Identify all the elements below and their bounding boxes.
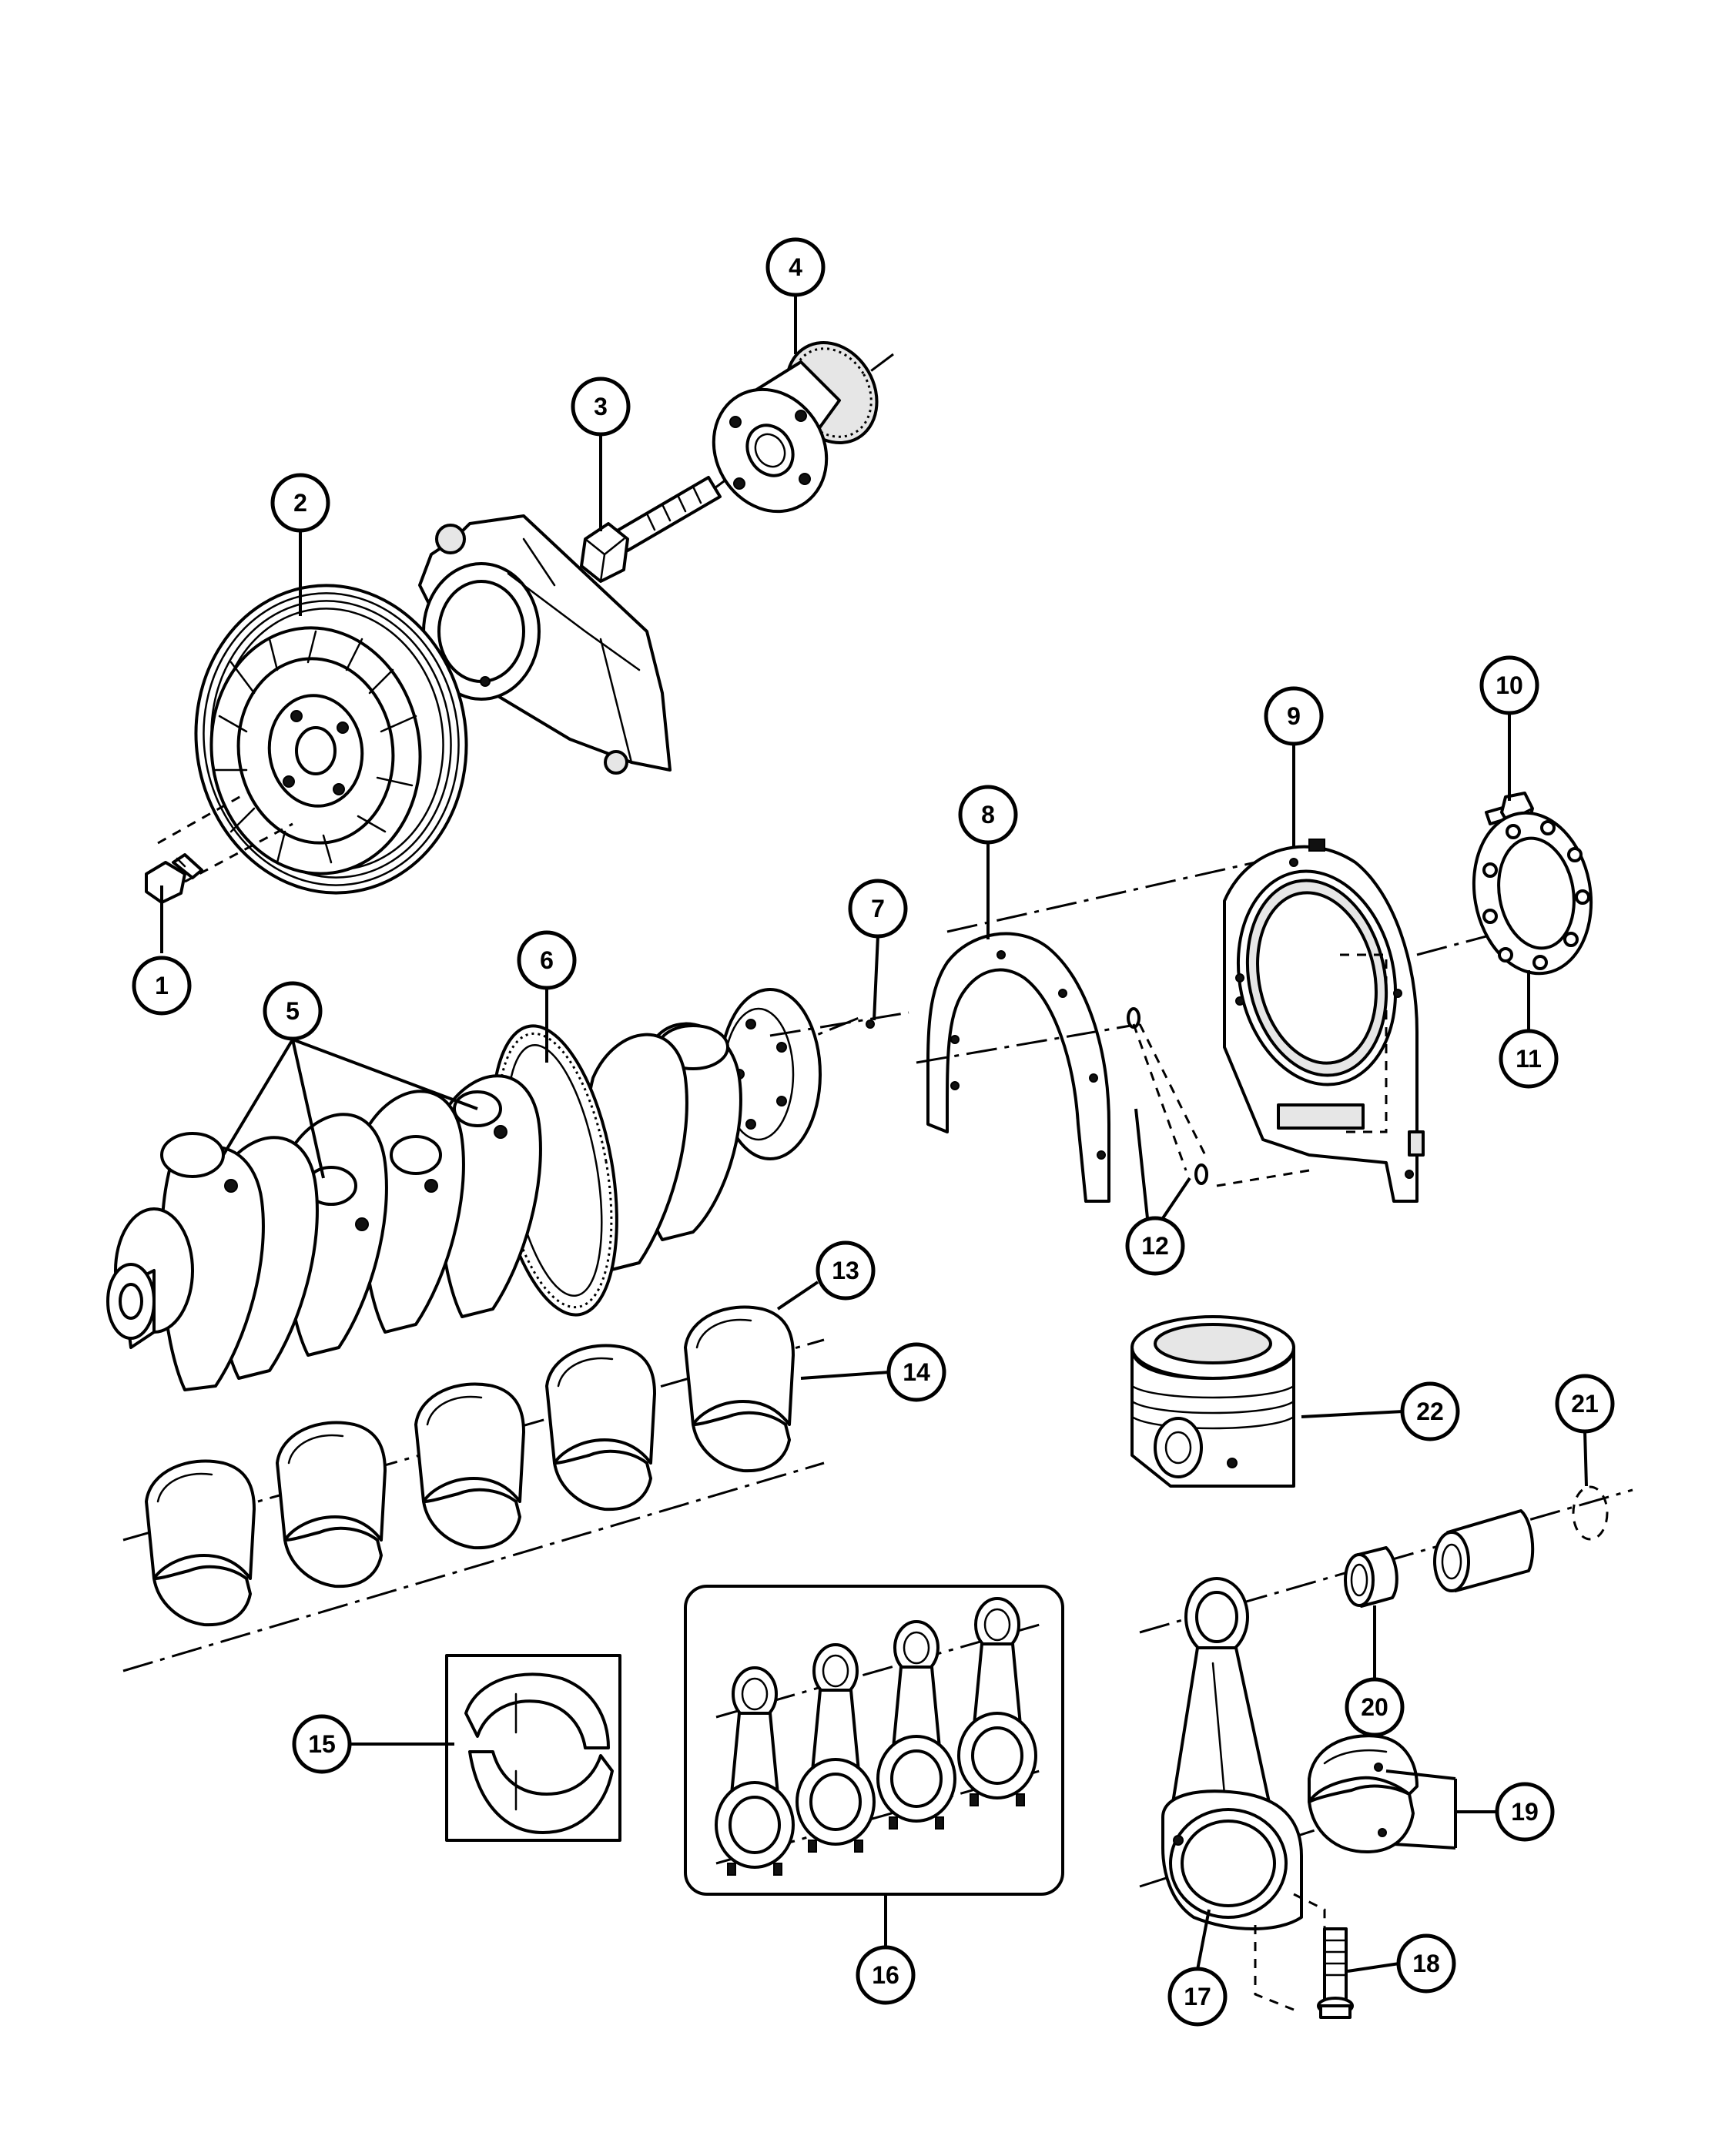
callout-label: 4 <box>789 253 802 281</box>
lower-bearing-row <box>152 1411 791 1627</box>
callout-label: 19 <box>1511 1798 1539 1826</box>
callout-18: 18 <box>1396 1933 1456 1994</box>
upper-bearing-row <box>145 1305 795 1580</box>
callout-label: 14 <box>903 1358 930 1386</box>
rod-bolt <box>1317 1927 1354 2019</box>
connecting-rod <box>1139 1577 1356 2011</box>
crankshaft <box>106 988 863 1391</box>
leader-lines <box>160 294 1588 1973</box>
connecting-rod-set-box <box>684 1585 1064 1896</box>
piston-pin-snap-ring <box>1572 1485 1609 1541</box>
retainer-dowels <box>1127 1007 1208 1185</box>
callout-15: 15 <box>292 1714 352 1774</box>
callout-8: 8 <box>958 785 1018 845</box>
callout-7: 7 <box>848 879 908 939</box>
pulley-bolt <box>145 853 203 904</box>
dowel-pin <box>769 1011 909 1037</box>
piston-pin <box>1139 1488 1633 1634</box>
callout-label: 11 <box>1516 1045 1542 1073</box>
callout-20: 20 <box>1345 1677 1405 1737</box>
callout-label: 3 <box>594 393 608 420</box>
callout-label: 10 <box>1496 671 1523 699</box>
callout-label: 8 <box>981 801 995 829</box>
rear-seal-retainer <box>1216 839 1533 1203</box>
callout-label: 2 <box>293 489 307 517</box>
front-cover-bracket <box>418 514 672 775</box>
callout-label: 20 <box>1361 1693 1388 1721</box>
callout-17: 17 <box>1167 1967 1228 2027</box>
callout-9: 9 <box>1264 686 1324 746</box>
callout-6: 6 <box>517 930 577 990</box>
callout-label: 18 <box>1412 1950 1440 1977</box>
callout-label: 1 <box>155 972 169 999</box>
piston <box>1130 1315 1295 1488</box>
callout-label: 9 <box>1287 702 1301 730</box>
callout-3: 3 <box>571 377 631 437</box>
callout-label: 12 <box>1141 1232 1169 1260</box>
callout-label: 22 <box>1416 1398 1444 1425</box>
callout-label: 15 <box>308 1730 336 1758</box>
callout-21: 21 <box>1555 1374 1615 1434</box>
callout-14: 14 <box>886 1342 946 1402</box>
rod-bearing-shells <box>1308 1734 1419 1853</box>
callout-12: 12 <box>1125 1216 1185 1276</box>
callout-13: 13 <box>816 1240 876 1301</box>
callout-label: 5 <box>286 997 300 1025</box>
rear-seal-gasket <box>916 861 1256 1203</box>
callout-2: 2 <box>270 473 330 533</box>
reinforcing-plate <box>1472 811 1593 976</box>
callout-label: 16 <box>872 1961 899 1989</box>
callout-4: 4 <box>765 237 826 297</box>
callout-10: 10 <box>1479 655 1539 715</box>
callout-label: 17 <box>1184 1983 1211 2010</box>
thrust-bearing-box <box>445 1654 621 1842</box>
callout-22: 22 <box>1400 1381 1460 1441</box>
rod-set-rods <box>715 1597 1037 1876</box>
callout-label: 21 <box>1571 1390 1599 1418</box>
callout-label: 7 <box>871 895 885 922</box>
callout-label: 6 <box>540 946 554 974</box>
callout-label: 13 <box>832 1257 859 1284</box>
main-bearing-shells <box>122 1305 825 1672</box>
sprocket-bolt <box>580 476 722 583</box>
small-end-bushing <box>1344 1546 1398 1608</box>
callout-16: 16 <box>856 1945 916 2005</box>
vibration-damper-pulley <box>157 584 468 895</box>
callout-5: 5 <box>263 981 323 1041</box>
callout-19: 19 <box>1495 1782 1555 1842</box>
crankshaft-sprocket <box>708 341 894 514</box>
callout-11: 11 <box>1499 1029 1559 1089</box>
callout-1: 1 <box>132 956 192 1016</box>
